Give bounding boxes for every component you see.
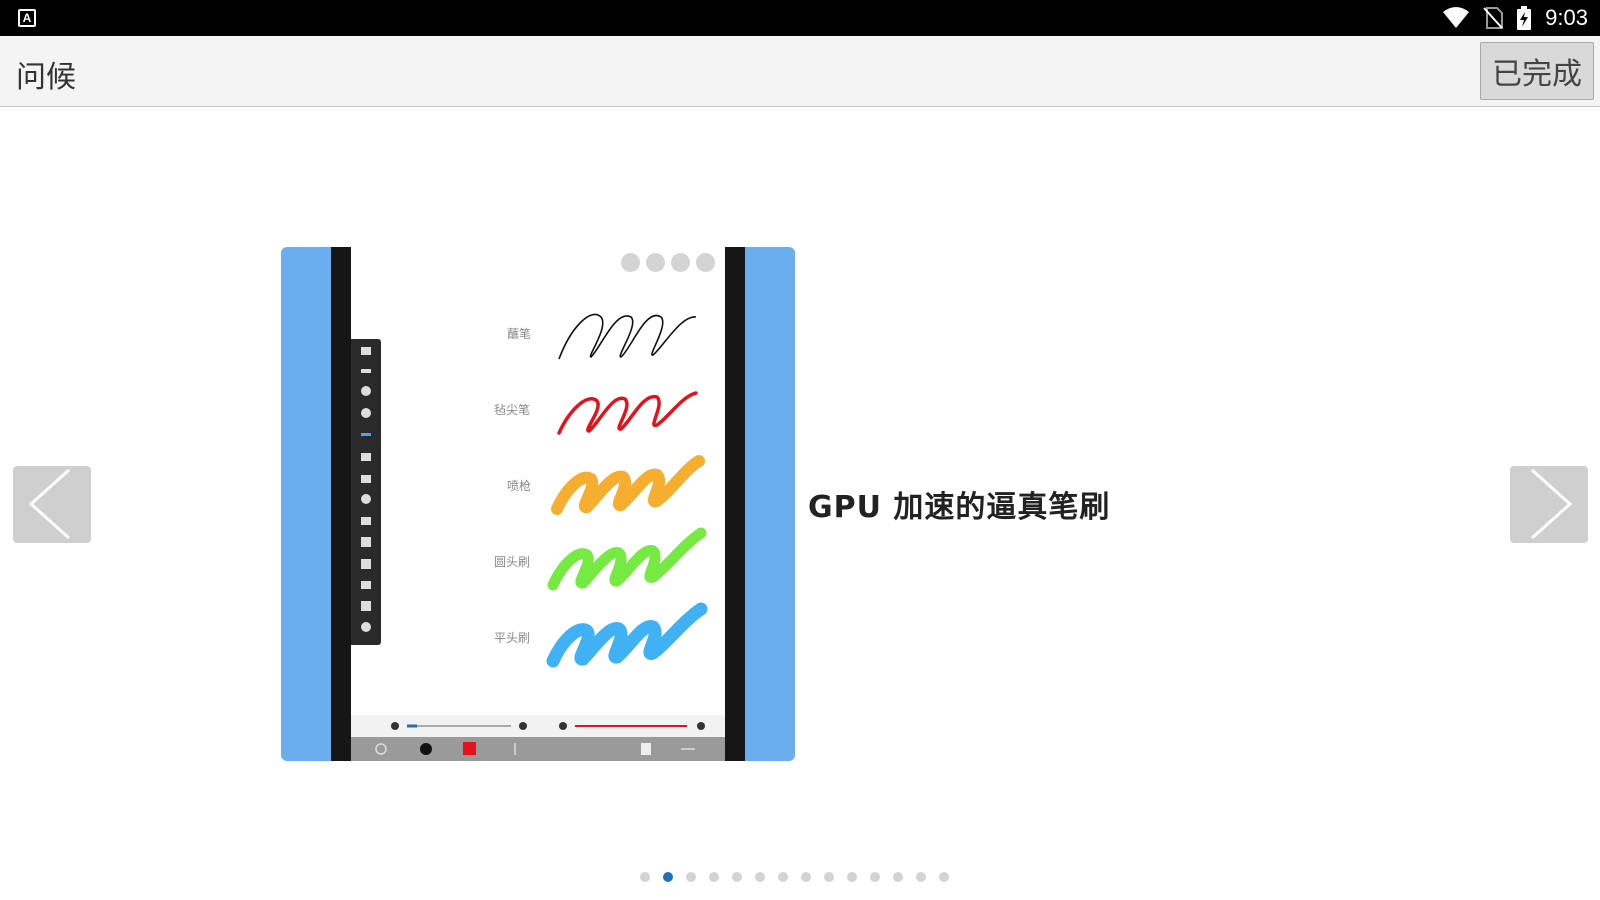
page-title: 问候 [16,60,76,95]
page-dot[interactable] [640,872,650,882]
flat-brush-stroke [546,602,708,668]
action-bar: 问候 已完成 [0,36,1600,107]
page-dot[interactable] [893,872,903,882]
brush-label-flat-brush: 平头刷 [494,631,531,645]
previous-slide-button[interactable] [13,466,91,543]
page-dot[interactable] [755,872,765,882]
screen-slider-row [351,715,725,737]
dip-pen-stroke [558,313,697,360]
tablet-device-frame: 蘸笔 毡尖笔 喷枪 圆头刷 平头刷 [331,247,745,761]
tool-icons [361,347,371,632]
screen-bottom-toolbar [351,737,725,761]
status-time: 9:03 [1545,5,1588,30]
page-indicator [640,872,949,884]
slide-caption: GPU 加速的逼真笔刷 [808,490,1111,525]
felt-pen-stroke [557,391,698,435]
screen-top-icons [621,253,715,272]
brush-label-dip-pen: 蘸笔 [507,327,532,341]
page-dot[interactable] [824,872,834,882]
page-dot[interactable] [686,872,696,882]
gallery-icon [696,253,715,272]
airbrush-stroke [551,455,705,515]
page-dot-active[interactable] [663,872,673,882]
status-bar: A 9:03 [0,0,1600,36]
done-button[interactable]: 已完成 [1480,42,1594,100]
brush-strokes [546,313,708,668]
brush-label-round-brush: 圆头刷 [494,555,531,569]
brush-label-airbrush: 喷枪 [507,479,532,493]
bottom-toolbar-icons [375,742,695,755]
wifi-icon [1443,7,1470,28]
pen-icon [671,253,690,272]
battery-charging-icon [1517,6,1532,30]
tablet-screen: 蘸笔 毡尖笔 喷枪 圆头刷 平头刷 [351,247,725,761]
next-slide-button[interactable] [1510,466,1588,543]
no-sim-icon [1483,7,1504,29]
page-dot[interactable] [916,872,926,882]
page-dot[interactable] [778,872,788,882]
hand-icon [646,253,665,272]
size-opacity-sliders [391,722,705,730]
status-icons: 9:03 [1443,0,1588,36]
page-dot[interactable] [801,872,811,882]
page-dot[interactable] [939,872,949,882]
app-notification-icon: A [18,9,36,27]
brush-label-felt-pen: 毡尖笔 [494,403,531,417]
slide-image: 蘸笔 毡尖笔 喷枪 圆头刷 平头刷 [281,247,795,761]
chevron-left-icon [28,468,71,540]
chevron-right-icon [1530,468,1573,540]
page-dot[interactable] [847,872,857,882]
tool-panel [351,339,381,645]
round-brush-stroke [547,527,707,591]
page-dot[interactable] [870,872,880,882]
layer-icon [621,253,640,272]
page-dot[interactable] [732,872,742,882]
page-dot[interactable] [709,872,719,882]
